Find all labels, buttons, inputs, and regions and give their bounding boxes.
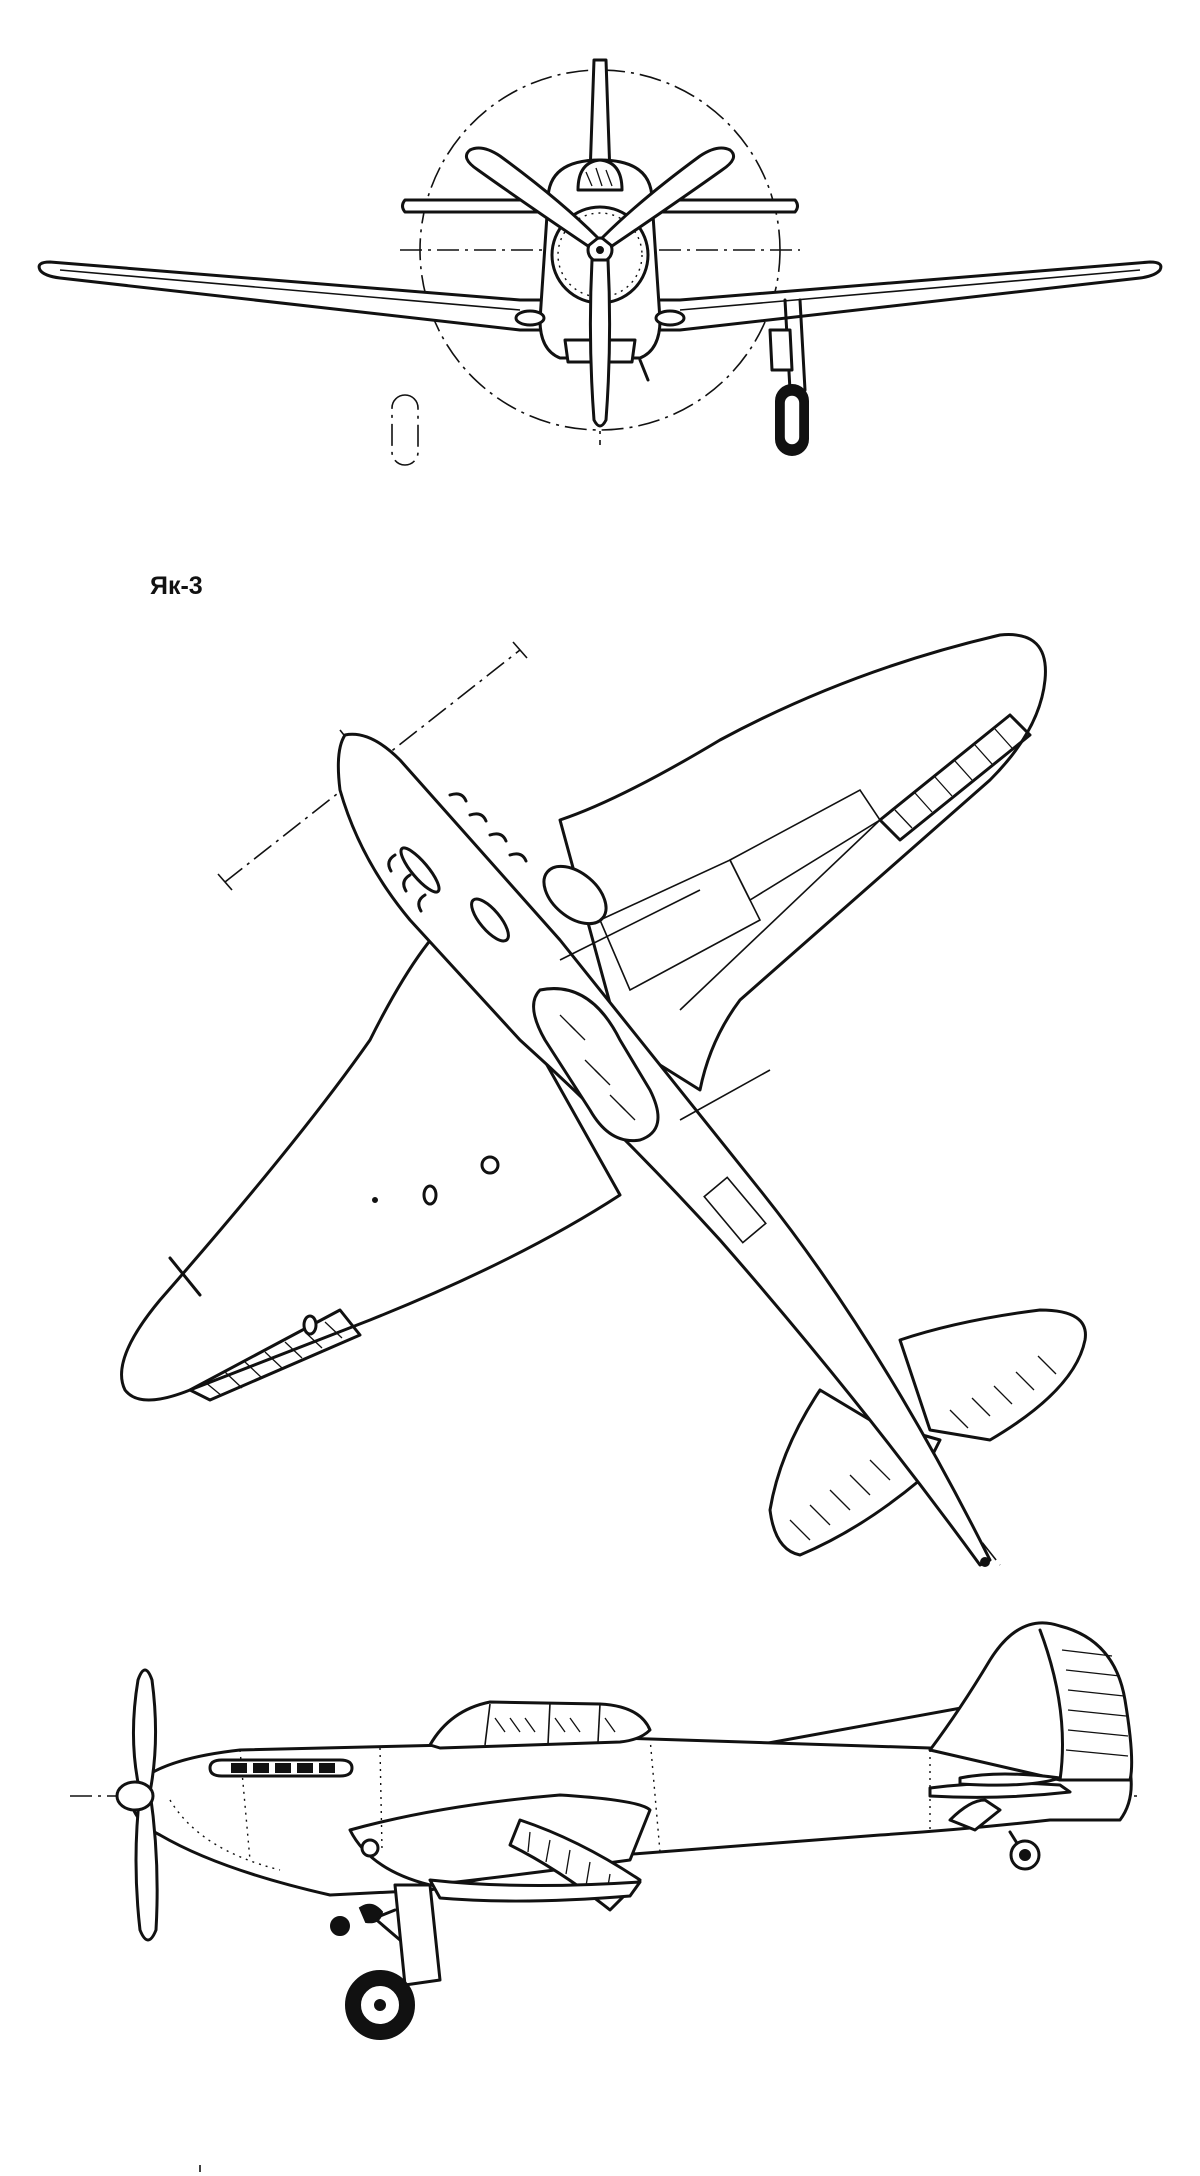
top-view-drawing xyxy=(0,620,1200,1620)
propeller-blade-upper-right xyxy=(600,146,736,248)
side-canopy xyxy=(428,1700,652,1750)
aircraft-title: Як-3 xyxy=(150,572,203,600)
right-wing xyxy=(558,633,1047,1092)
side-spinner xyxy=(115,1780,155,1812)
propeller-blade-lower xyxy=(588,258,612,428)
front-view-drawing xyxy=(0,0,1200,500)
propeller-blade-upper-left xyxy=(464,146,600,248)
left-wing xyxy=(120,908,622,1402)
pitot-tube xyxy=(168,1256,202,1297)
retracted-wheel-outline xyxy=(391,394,419,466)
side-fin xyxy=(928,1621,1134,1782)
right-stabilizer xyxy=(898,1308,1087,1442)
side-view-drawing xyxy=(0,1620,1200,2176)
top-canopy xyxy=(532,987,660,1143)
side-main-gear xyxy=(393,1883,442,1987)
front-fin xyxy=(588,58,612,177)
